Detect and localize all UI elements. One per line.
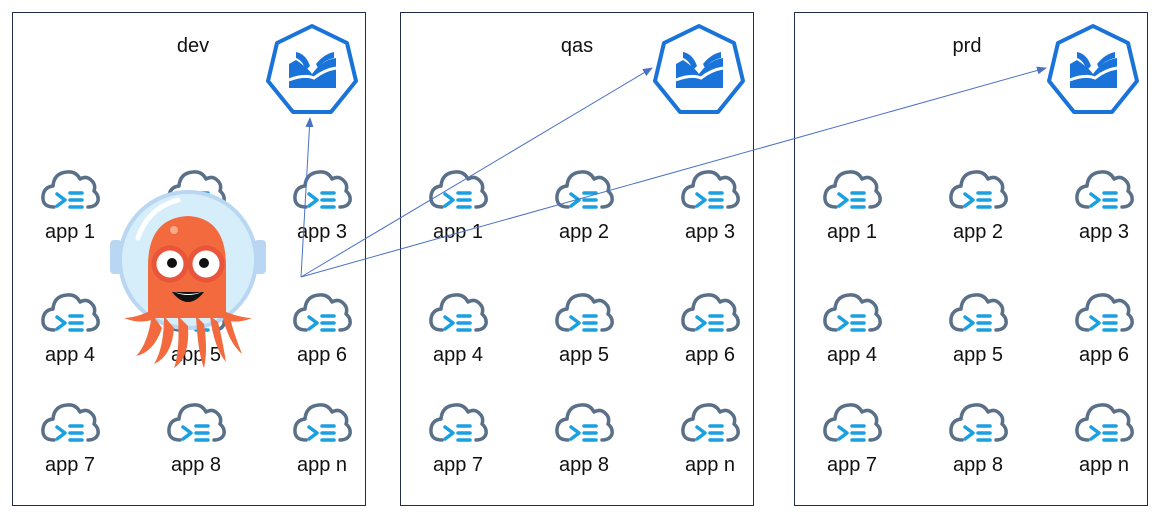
app-node: app 2	[534, 163, 634, 253]
env-title-dev: dev	[176, 35, 210, 57]
cloud-app-service-icon	[167, 403, 226, 442]
app-label: app 7	[44, 454, 96, 476]
app-label: app 8	[952, 454, 1004, 476]
app-label: app 7	[432, 454, 484, 476]
app-label: app 8	[558, 454, 610, 476]
app-node: app 1	[802, 163, 902, 253]
app-label: app 1	[826, 221, 878, 243]
cloud-app-service-icon	[41, 170, 100, 209]
app-label: app n	[296, 454, 348, 476]
app-node: app 4	[20, 286, 120, 376]
app-label: app 4	[826, 344, 878, 366]
cloud-app-service-icon	[293, 293, 352, 332]
app-label: app n	[684, 454, 736, 476]
app-node: app n	[1054, 396, 1154, 486]
app-node: app 3	[1054, 163, 1154, 253]
app-node: app 7	[408, 396, 508, 486]
cloud-app-service-icon	[949, 403, 1008, 442]
cloud-app-service-icon	[429, 293, 488, 332]
env-title-qas: qas	[560, 35, 594, 57]
app-node: app 8	[534, 396, 634, 486]
app-node: app 5	[534, 286, 634, 376]
cloud-app-service-icon	[823, 170, 882, 209]
app-label: app 4	[432, 344, 484, 366]
app-label: app n	[1078, 454, 1130, 476]
app-node: app 4	[408, 286, 508, 376]
cloud-app-service-icon	[1075, 403, 1134, 442]
app-node: app 7	[802, 396, 902, 486]
cloud-app-service-icon	[429, 170, 488, 209]
app-label: app 7	[826, 454, 878, 476]
app-node: app 3	[272, 163, 372, 253]
app-label: app 2	[558, 221, 610, 243]
app-label: app 5	[558, 344, 610, 366]
cloud-app-service-icon	[823, 293, 882, 332]
app-node: app 8	[928, 396, 1028, 486]
app-node: app 8	[146, 396, 246, 486]
cloud-app-service-icon	[949, 293, 1008, 332]
app-node: app 1	[408, 163, 508, 253]
cloud-app-service-icon	[293, 403, 352, 442]
app-node: app 5	[928, 286, 1028, 376]
app-label: app 6	[296, 344, 348, 366]
cloud-app-service-icon	[681, 293, 740, 332]
kubernetes-cluster-icon	[651, 22, 747, 118]
app-label: app 4	[44, 344, 96, 366]
cloud-app-service-icon	[293, 170, 352, 209]
cloud-app-service-icon	[681, 170, 740, 209]
app-node: app n	[272, 396, 372, 486]
argo-octopus-mascot-icon	[108, 188, 268, 370]
kubernetes-cluster-icon	[264, 22, 360, 118]
cloud-app-service-icon	[949, 170, 1008, 209]
cloud-app-service-icon	[41, 403, 100, 442]
app-node: app 3	[660, 163, 760, 253]
cloud-app-service-icon	[1075, 293, 1134, 332]
app-label: app 1	[44, 221, 96, 243]
app-node: app 2	[928, 163, 1028, 253]
cloud-app-service-icon	[41, 293, 100, 332]
app-label: app 1	[432, 221, 484, 243]
kubernetes-cluster-icon	[1045, 22, 1141, 118]
app-label: app 6	[1078, 344, 1130, 366]
app-label: app 6	[684, 344, 736, 366]
app-label: app 2	[952, 221, 1004, 243]
app-node: app 4	[802, 286, 902, 376]
app-node: app n	[660, 396, 760, 486]
cloud-app-service-icon	[429, 403, 488, 442]
cloud-app-service-icon	[1075, 170, 1134, 209]
app-label: app 3	[296, 221, 348, 243]
env-title-prd: prd	[952, 35, 982, 57]
app-node: app 6	[660, 286, 760, 376]
app-label: app 5	[952, 344, 1004, 366]
app-node: app 7	[20, 396, 120, 486]
cloud-app-service-icon	[555, 403, 614, 442]
cloud-app-service-icon	[823, 403, 882, 442]
app-label: app 3	[684, 221, 736, 243]
cloud-app-service-icon	[681, 403, 740, 442]
app-label: app 3	[1078, 221, 1130, 243]
cloud-app-service-icon	[555, 293, 614, 332]
app-node: app 6	[1054, 286, 1154, 376]
app-label: app 8	[170, 454, 222, 476]
app-node: app 1	[20, 163, 120, 253]
cloud-app-service-icon	[555, 170, 614, 209]
app-node: app 6	[272, 286, 372, 376]
